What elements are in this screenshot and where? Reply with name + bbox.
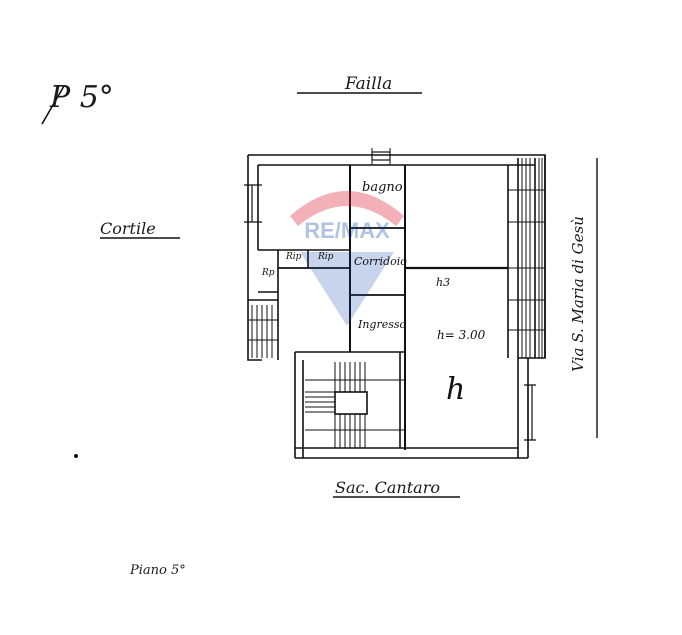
room-label-entrance: Ingresso (358, 318, 407, 331)
room-label-corridor: Corridoio (354, 255, 407, 268)
room-label-storage-small: Rp (262, 268, 275, 278)
south-street-label: Sac. Cantaro (335, 478, 440, 497)
courtyard-label: Cortile (100, 219, 156, 238)
floor-label: Piano 5° (130, 563, 186, 578)
room-label-storage-1: Rip (286, 252, 302, 262)
ceiling-height: h= 3.00 (437, 328, 486, 342)
north-street-label: Failla (345, 74, 393, 94)
height-letter: h (446, 372, 466, 407)
room-label-bathroom: bagno (362, 180, 403, 195)
room-label-storage-2: Rip (318, 252, 334, 262)
floor-mark: P 5° (50, 80, 114, 115)
east-street-label: Via S. Maria di Gesù (568, 216, 587, 372)
height-mark: h3 (436, 276, 451, 289)
